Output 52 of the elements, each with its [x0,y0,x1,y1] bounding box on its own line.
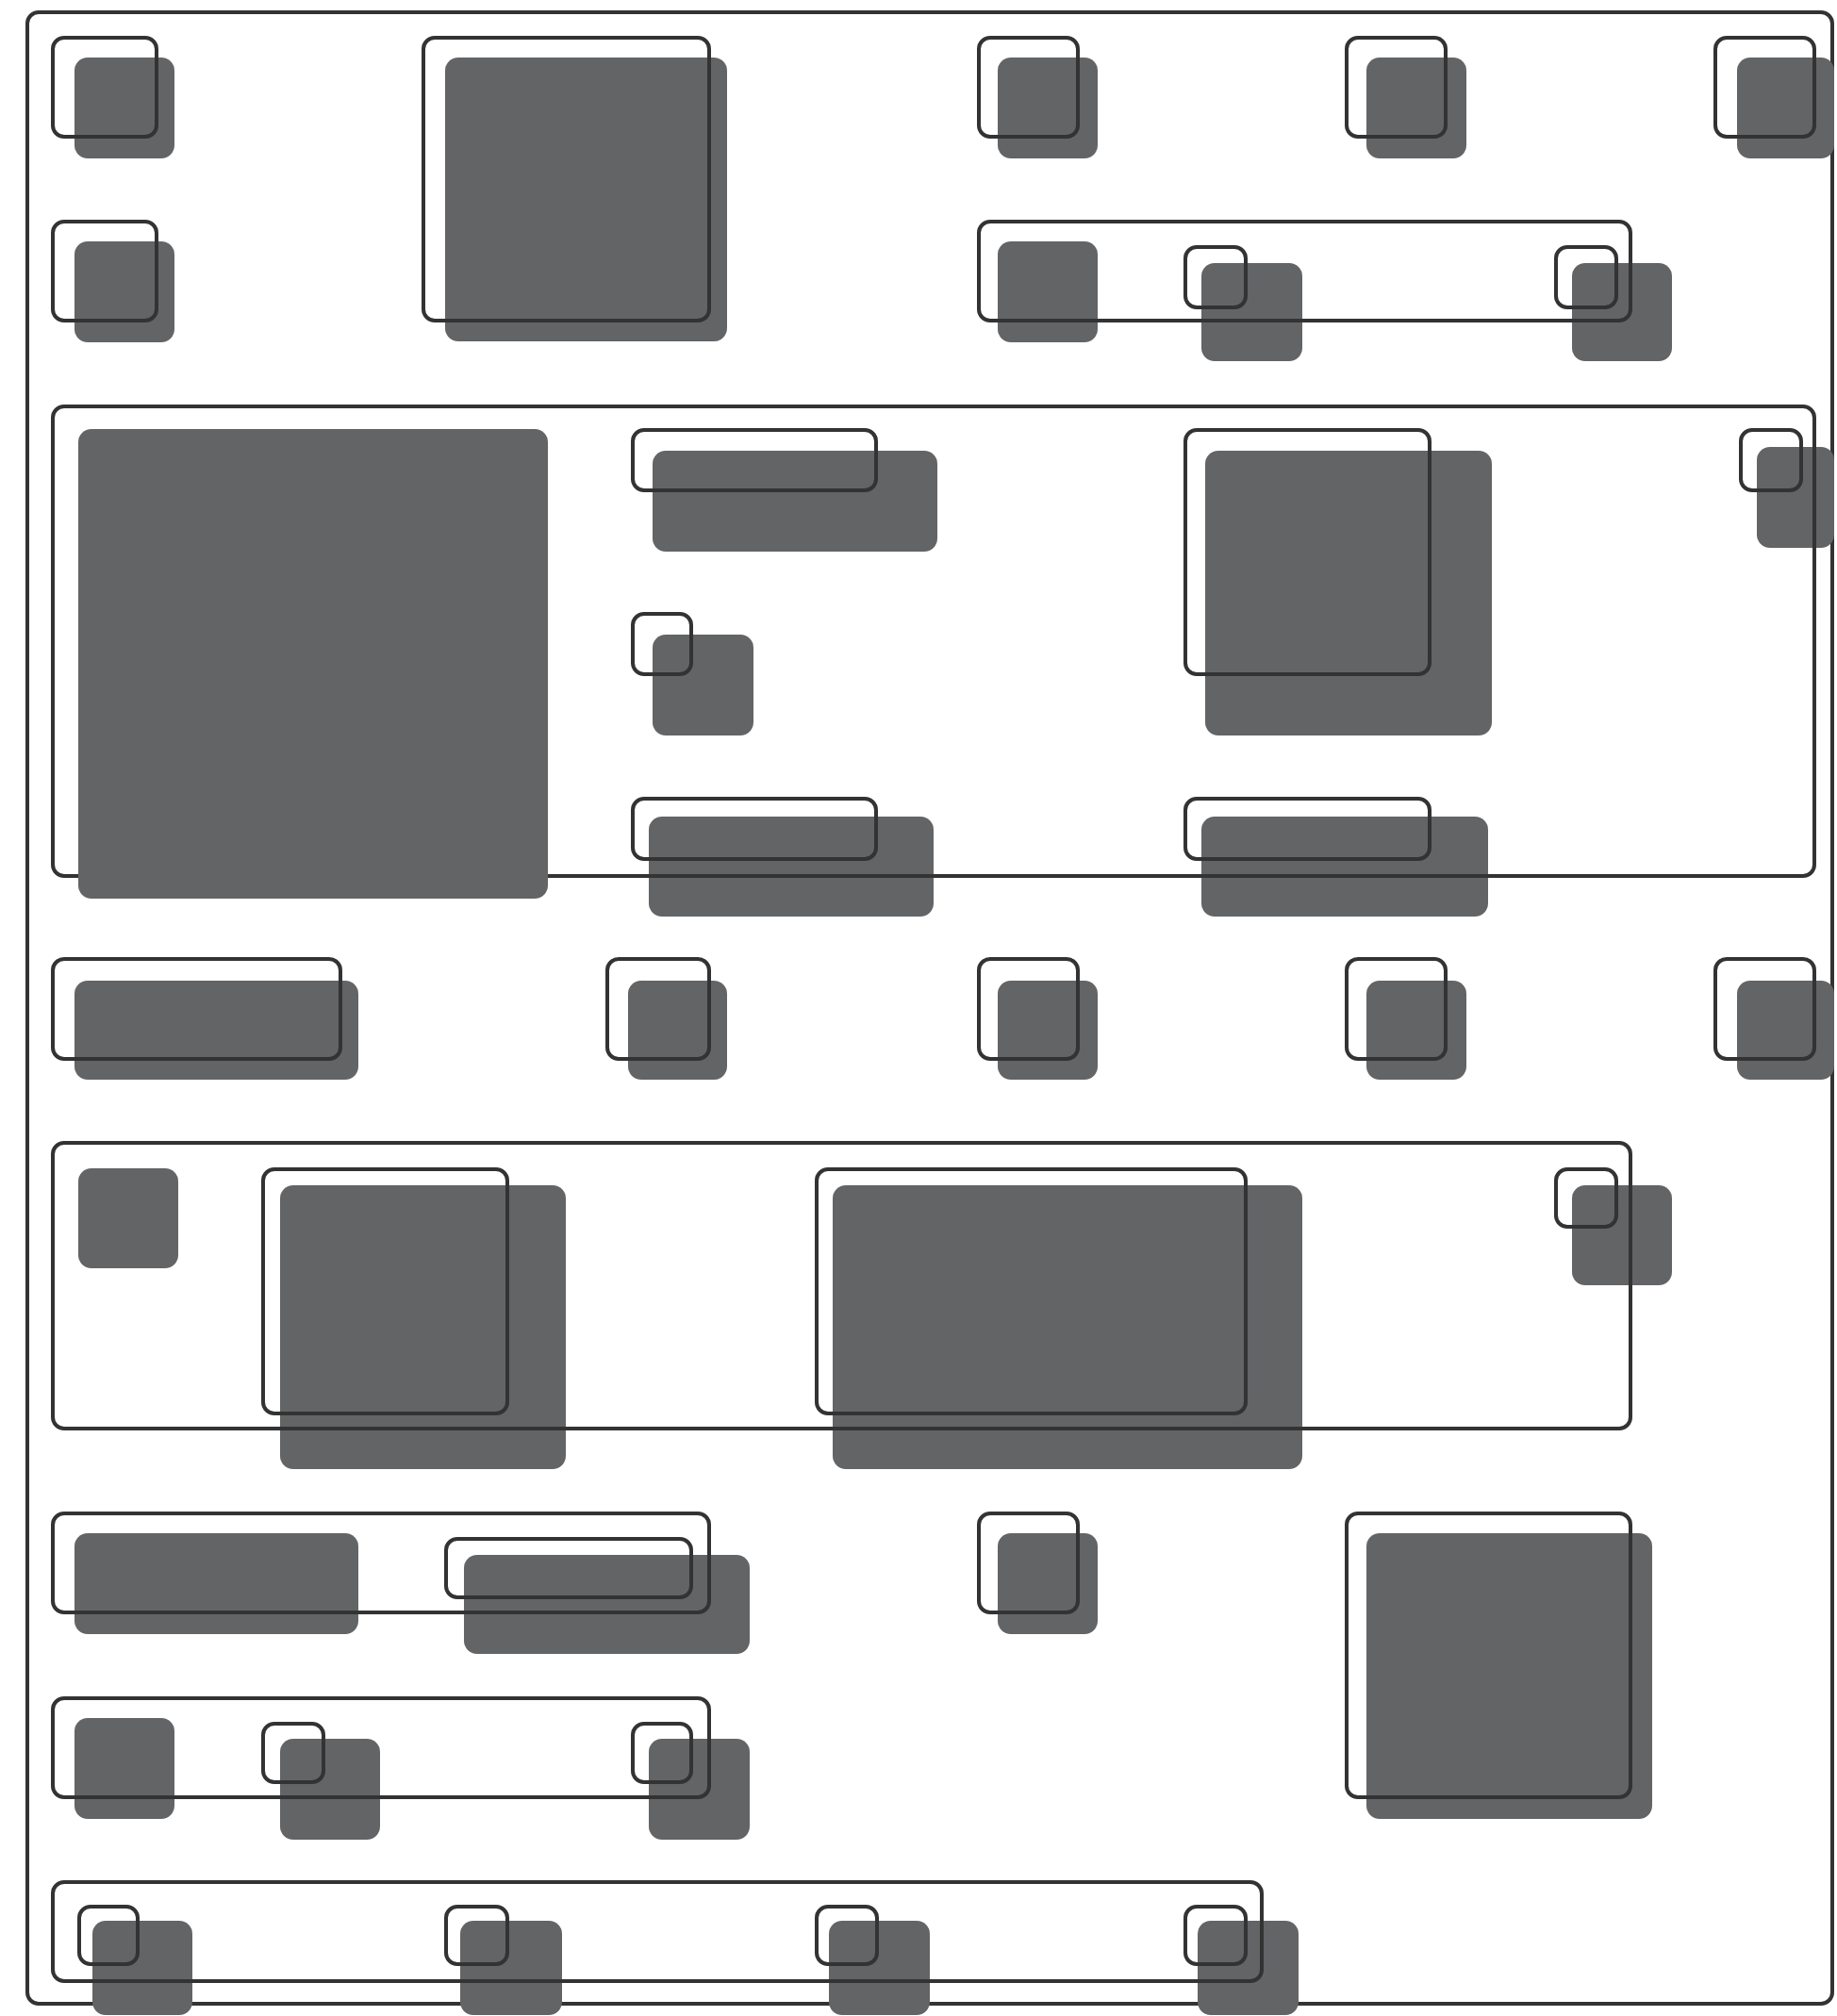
filled-block [92,1920,193,2016]
outlined-frame [815,1166,1249,1415]
outlined-frame [1183,796,1432,862]
filled-block [1572,263,1673,361]
filled-block [1736,58,1835,158]
filled-block [1201,816,1489,917]
filled-block [74,981,359,1080]
filled-block [829,1920,930,2016]
outlined-frame [631,427,878,492]
filled-block [1198,1920,1299,2016]
filled-block [77,429,548,899]
filled-block [444,58,728,342]
filled-block [74,58,175,158]
outlined-frame [976,220,1633,323]
filled-block [1365,981,1467,1080]
outlined-frame [1344,1512,1633,1800]
filled-block [833,1184,1302,1469]
filled-block [649,1739,750,1840]
filled-block [74,1533,359,1634]
outlined-frame [444,1537,693,1599]
outlined-frame [51,1141,1633,1431]
filled-block [74,1718,175,1819]
filled-block [77,1167,179,1269]
filled-block [1365,1533,1652,1819]
filled-block [1201,263,1302,361]
filled-block [460,1920,562,2016]
outlined-frame [422,36,711,323]
filled-block [997,1533,1099,1634]
filled-block [997,241,1099,342]
outlined-frame [631,796,878,862]
filled-block [1757,447,1835,548]
outlined-frame [51,957,342,1061]
filled-block [74,241,175,342]
filled-block [649,816,934,917]
filled-block [1572,1184,1673,1286]
filled-block [653,451,937,552]
filled-block [1205,451,1493,735]
outer-frame [25,9,1835,2006]
filled-block [997,981,1099,1080]
filled-block [464,1555,750,1655]
outlined-frame [51,1880,1264,1984]
outlined-frame [1183,427,1432,676]
filled-block [280,1184,566,1469]
filled-block [280,1739,381,1840]
outlined-frame [51,1512,711,1615]
outlined-frame [260,1166,509,1415]
filled-block [653,635,753,735]
outlined-frame [51,1696,711,1800]
filled-block [628,981,728,1080]
filled-block [1736,981,1835,1080]
filled-block [997,58,1099,158]
filled-block [1365,58,1467,158]
